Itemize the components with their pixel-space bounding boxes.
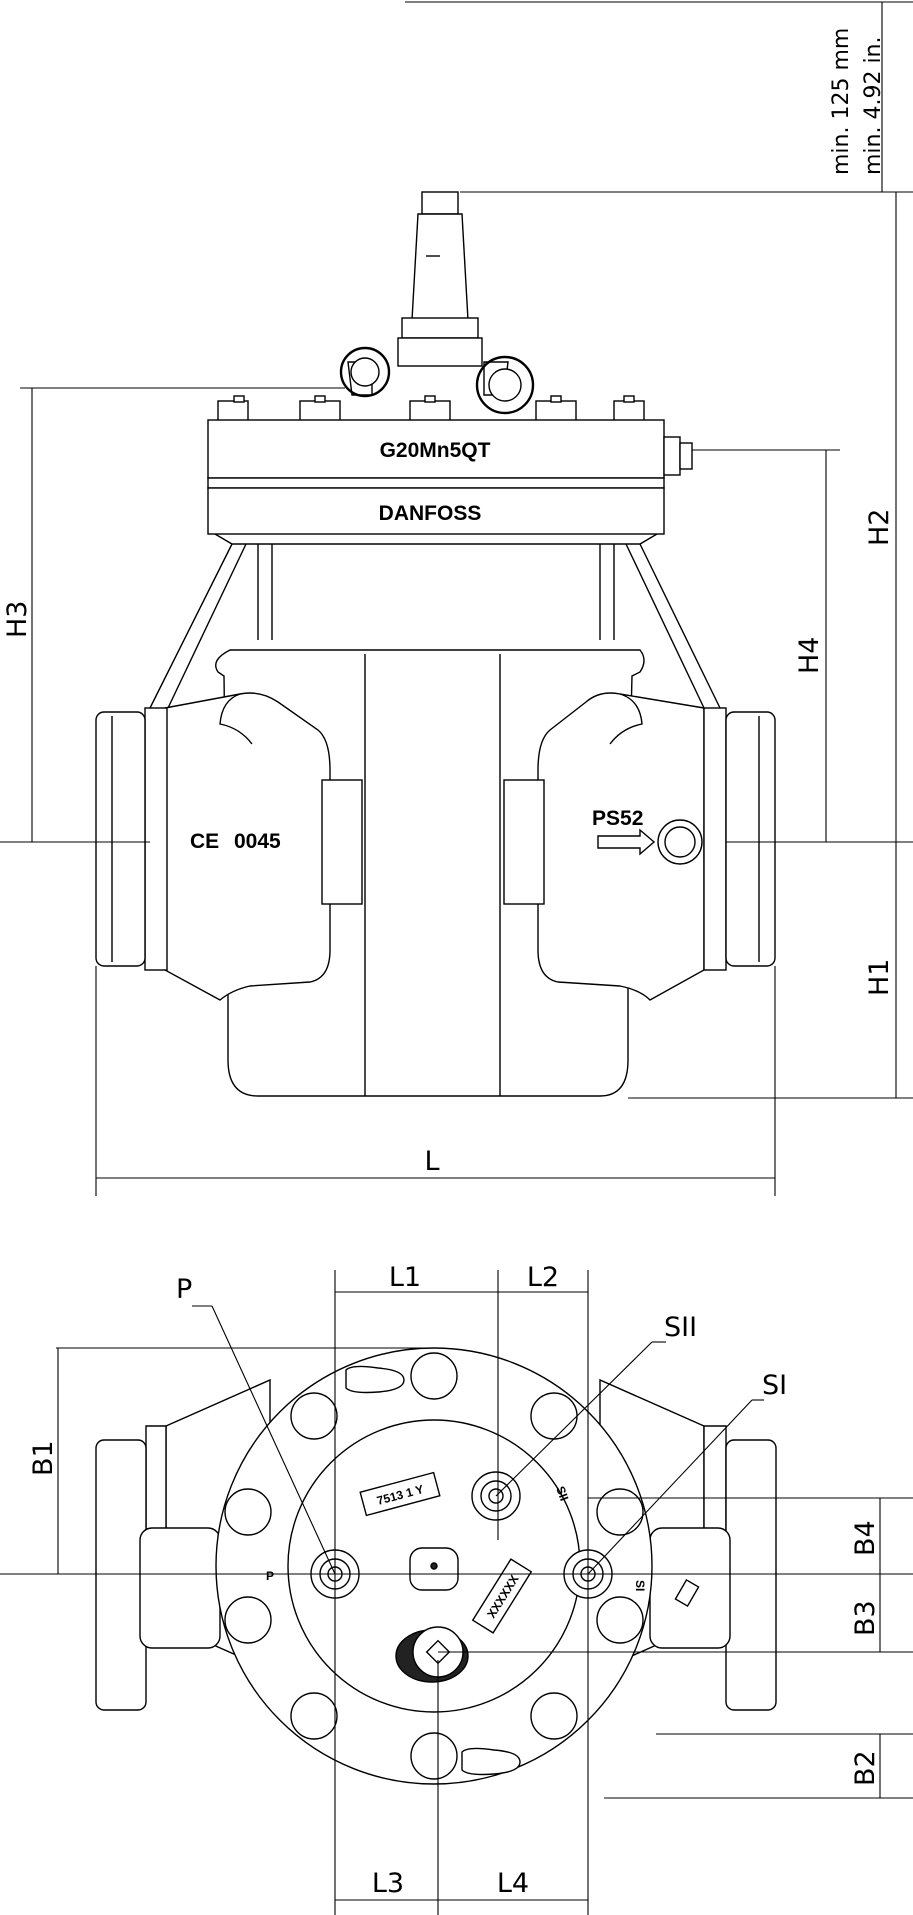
nameplate-1-frame <box>359 1471 441 1517</box>
ps52-port-hole <box>664 826 696 858</box>
right-inlet-housing <box>537 692 705 1001</box>
port-sii-inner <box>480 1480 512 1512</box>
right-weld-collar <box>703 707 727 971</box>
top-lifting-eye-lower <box>461 1747 521 1776</box>
bolt <box>290 1692 338 1740</box>
right-housing-detail <box>609 693 643 745</box>
clearance-imperial: min. 4.92 in. <box>861 37 886 176</box>
body-flange <box>207 487 665 535</box>
bolt-top <box>550 395 562 403</box>
port-marking: PS52 <box>592 807 643 830</box>
dim-B3: B3 <box>850 1600 881 1636</box>
bolt-top <box>314 395 326 403</box>
lifting-eye-left-hole <box>350 357 380 387</box>
bolt <box>596 1596 644 1644</box>
side-plug <box>663 436 681 476</box>
top-left-weld-end <box>95 1439 147 1711</box>
top-view: 7513 1 Y XXXXXX P SII SI <box>0 1262 913 1915</box>
spindle-gland <box>397 337 483 367</box>
top-side-plug <box>674 1579 700 1607</box>
right-port-window <box>503 779 545 905</box>
bolt <box>290 1392 338 1440</box>
spindle-nut <box>401 317 479 339</box>
callout-P: P <box>176 1274 192 1305</box>
bolt-circle <box>224 1352 644 1780</box>
side-plug-tip <box>679 442 693 470</box>
dim-L3: L3 <box>372 1868 404 1899</box>
dim-B1: B1 <box>28 1440 59 1476</box>
flange-gasket <box>207 477 665 489</box>
lifting-eye-right-hole <box>488 368 522 402</box>
bolt-head <box>217 400 249 422</box>
spindle-body <box>411 213 469 321</box>
callout-SII: SII <box>664 1312 697 1343</box>
dim-L1: L1 <box>389 1262 421 1293</box>
dim-L2: L2 <box>527 1262 559 1293</box>
rib-left-inner <box>257 544 273 640</box>
bolt-top <box>424 395 436 403</box>
brand-marking: DANFOSS <box>379 502 482 525</box>
lifting-eye-right <box>475 355 535 415</box>
top-left-channel <box>139 1527 221 1649</box>
bolt <box>530 1692 578 1740</box>
top-right-weld-end <box>725 1439 777 1711</box>
bolt-top <box>623 395 635 403</box>
bolt-head <box>535 400 577 422</box>
dim-H2: H2 <box>864 509 895 546</box>
left-weld-end <box>95 711 146 967</box>
right-weld-end <box>725 711 776 967</box>
callout-p-leader <box>211 1305 336 1575</box>
bolt-head <box>613 400 645 422</box>
rib-right-outer <box>625 543 721 709</box>
bolt <box>410 1732 458 1780</box>
bolt-top <box>233 395 245 403</box>
bolt <box>530 1392 578 1440</box>
rib-right-inner <box>599 544 615 640</box>
dim-B2: B2 <box>850 1750 881 1786</box>
left-weld-collar <box>144 707 168 971</box>
dim-L4: L4 <box>497 1868 529 1899</box>
left-inlet-housing <box>164 692 331 1001</box>
left-housing-detail <box>219 693 253 745</box>
port-p-label: P <box>266 1569 274 1583</box>
port-si-label: SI <box>633 1580 647 1591</box>
top-cover-flange <box>207 419 665 479</box>
side-view: min. 125 mm min. 4.92 in. G20Mn5QT <box>0 1 913 1196</box>
top-lifting-eye-upper <box>345 1365 405 1394</box>
dim-H1: H1 <box>864 959 895 996</box>
spindle-square <box>425 1639 451 1665</box>
callout-SI: SI <box>762 1370 787 1401</box>
material-marking: G20Mn5QT <box>380 439 491 462</box>
bolt-head <box>409 400 451 422</box>
lifting-eye-left <box>339 346 391 398</box>
bolt <box>224 1488 272 1536</box>
ce-marking: CE <box>190 830 219 853</box>
centre-dot <box>430 1562 438 1570</box>
notified-body-marking: 0045 <box>234 830 281 853</box>
port-sii-label: SII <box>553 1484 571 1503</box>
flange-underside <box>214 533 658 545</box>
flow-arrow-icon <box>597 828 656 856</box>
bolt-head <box>299 400 341 422</box>
dim-L: L <box>424 1146 439 1177</box>
nameplate-1: 7513 1 Y <box>359 1471 441 1517</box>
bolt <box>410 1352 458 1400</box>
nameplate-2-frame <box>471 1558 533 1634</box>
dim-H3: H3 <box>2 601 33 638</box>
port-sii-core <box>488 1488 504 1504</box>
callout-si-leader <box>587 1399 753 1575</box>
bolt <box>224 1596 272 1644</box>
left-port-window <box>321 779 363 905</box>
rib-left-outer <box>149 543 247 709</box>
spindle-cap <box>421 191 459 215</box>
bolt <box>596 1488 644 1536</box>
dim-B4: B4 <box>850 1520 881 1556</box>
clearance-metric: min. 125 mm <box>829 28 854 175</box>
dim-H4: H4 <box>794 637 825 674</box>
callout-sii-leader <box>495 1341 653 1497</box>
